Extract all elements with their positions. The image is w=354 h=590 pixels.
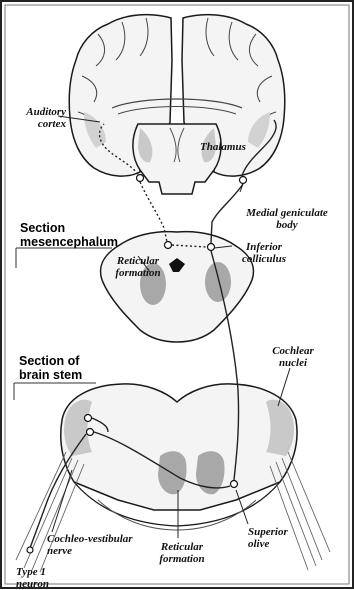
label-reticular-formation-stem-line-1: Reticular (140, 541, 224, 553)
label-medial-geniculate-line-2: body (228, 219, 346, 231)
label-superior-olive-line-1: Superior (248, 526, 288, 538)
label-reticular-formation-mid-line-2: formation (98, 267, 178, 279)
type-1-neuron-cell (27, 547, 33, 553)
label-reticular-formation-stem: Reticular formation (140, 541, 224, 565)
reticular-formation-mid-right (205, 262, 231, 302)
label-reticular-formation-mid-line-1: Reticular (98, 255, 178, 267)
brain-coronal-section (69, 15, 285, 194)
label-inferior-colliculus-line-1: Inferior (226, 241, 302, 253)
label-auditory-cortex-line-2: cortex (10, 118, 66, 130)
label-reticular-formation-stem-line-2: formation (140, 553, 224, 565)
label-cochlear-nuclei: Cochlear nuclei (258, 345, 328, 369)
superior-olive-dot (231, 481, 238, 488)
label-thalamus-text: Thalamus (200, 141, 246, 153)
label-auditory-cortex-line-1: Auditory (10, 106, 66, 118)
label-medial-geniculate-line-1: Medial geniculate (228, 207, 346, 219)
section-brainstem-line-1: Section of (19, 354, 82, 368)
label-inferior-colliculus: Inferior colliculus (226, 241, 302, 265)
section-mesencephalum-line-1: Section (20, 221, 118, 235)
label-cochleo-vestibular-line-2: nerve (47, 545, 133, 557)
section-mesencephalum-line-2: mesencephalum (20, 235, 118, 249)
label-cochleo-vestibular-line-1: Cochleo-vestibular (47, 533, 133, 545)
section-mesencephalum-label: Section mesencephalum (20, 221, 118, 249)
section-brainstem-line-2: brain stem (19, 368, 82, 382)
label-reticular-formation-mid: Reticular formation (98, 255, 178, 279)
cochlear-nucleus-dot-upper (85, 415, 92, 422)
label-auditory-cortex: Auditory cortex (10, 106, 66, 130)
nerve-fibers-right (270, 452, 330, 570)
label-type-1-neuron: Type 1 neuron (16, 566, 49, 590)
label-type-1-neuron-line-1: Type 1 (16, 566, 49, 578)
label-type-1-neuron-line-2: neuron (16, 578, 49, 590)
label-inferior-colliculus-line-2: colliculus (226, 253, 302, 265)
label-thalamus: Thalamus (200, 141, 246, 153)
label-superior-olive-line-2: olive (248, 538, 288, 550)
label-superior-olive: Superior olive (248, 526, 288, 550)
inferior-colliculus-left (165, 242, 172, 249)
label-cochleo-vestibular-nerve: Cochleo-vestibular nerve (47, 533, 133, 557)
label-cochlear-nuclei-line-2: nuclei (258, 357, 328, 369)
label-cochlear-nuclei-line-1: Cochlear (258, 345, 328, 357)
cochlear-nucleus-dot-lower (87, 429, 94, 436)
medial-geniculate-right (240, 177, 247, 184)
label-medial-geniculate-body: Medial geniculate body (228, 207, 346, 231)
section-brainstem-label: Section of brain stem (19, 354, 82, 382)
inferior-colliculus-right (208, 244, 215, 251)
medial-geniculate-left (137, 175, 144, 182)
